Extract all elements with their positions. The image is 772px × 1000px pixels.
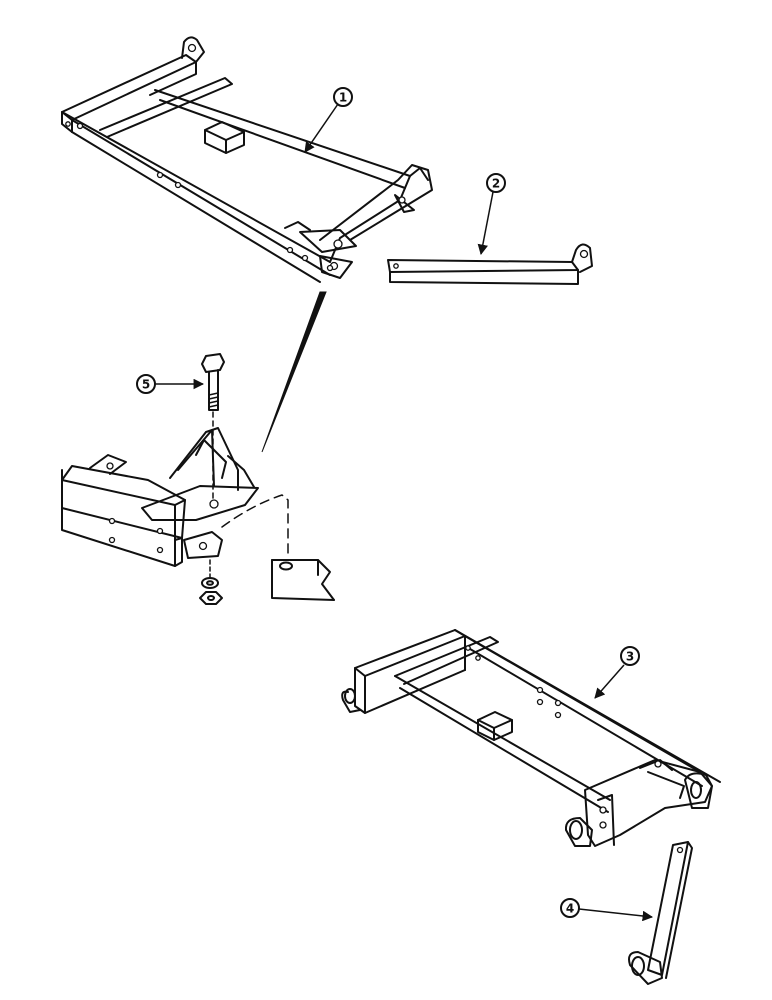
callout-label-3: 3: [626, 650, 634, 664]
callout-label-5: 5: [142, 378, 150, 392]
callout-label-2: 2: [492, 177, 500, 191]
callout-3: 3: [594, 646, 640, 699]
frame-upper: [61, 36, 433, 283]
callout-label-4: 4: [566, 902, 574, 916]
tongue-bar: [387, 243, 593, 285]
detail-pointer: [261, 291, 327, 453]
callout-label-1: 1: [339, 91, 347, 105]
callout-5: 5: [136, 374, 205, 394]
callout-2: 2: [477, 173, 506, 256]
tongue-stub: [271, 559, 335, 601]
brace: [628, 841, 693, 985]
frame-corner-detail: [61, 427, 289, 605]
callout-1: 1: [304, 87, 353, 153]
frame-lower: [341, 629, 721, 847]
callout-4: 4: [560, 898, 654, 922]
